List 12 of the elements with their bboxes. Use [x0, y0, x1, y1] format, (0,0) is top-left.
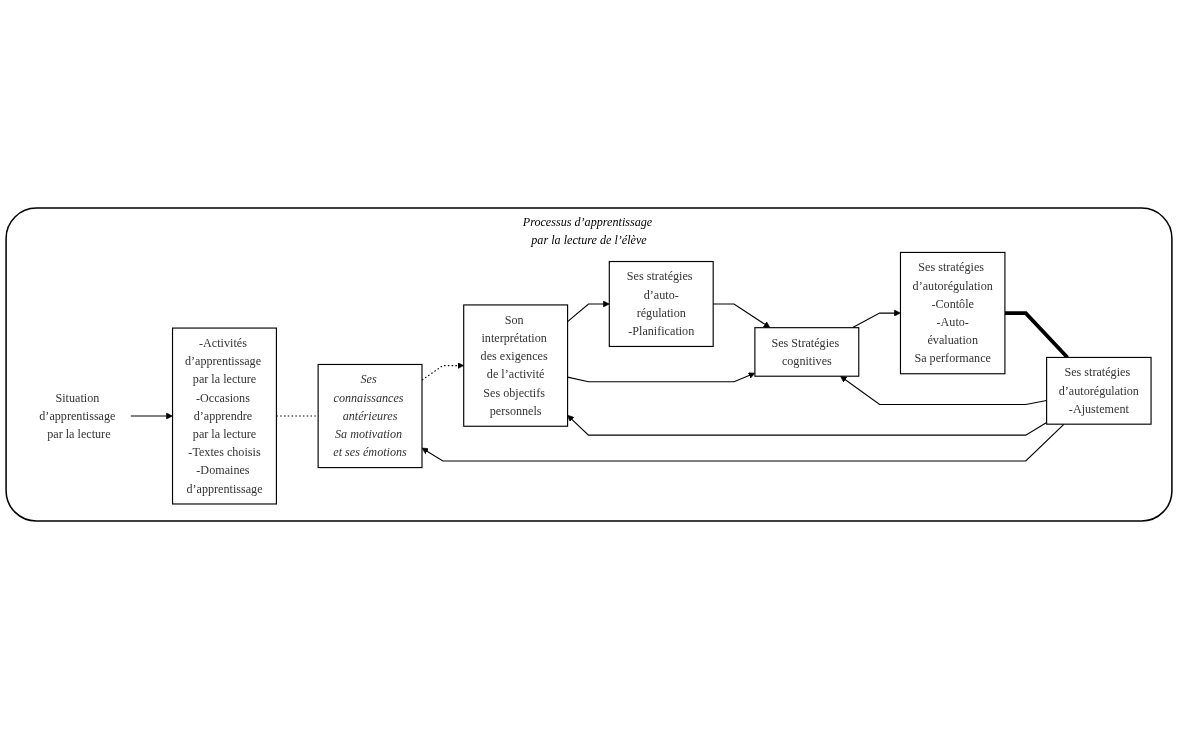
node-box: Ses Stratégies cognitives — [754, 327, 860, 378]
node-box: Son interprétation des exigences de l’activité Ses objectifs personnels — [463, 304, 569, 428]
node-box: Ses stratégies d’autorégulation -Ajustement — [1046, 357, 1152, 426]
arrow — [567, 415, 1048, 437]
node-box: Ses connaissances antérieures Sa motivation et ses émotions — [317, 364, 423, 469]
arrow — [567, 301, 610, 323]
node-text: Situation d’apprentissage par la lecture — [39, 391, 116, 441]
node-box: -Activités d’apprentissage par la lecture -Occasions d’apprendre par la lecture -Textes choisis -Domaines d’apprentissage — [171, 327, 277, 505]
node-box: Ses stratégies d’auto-régulation -Planification — [608, 261, 714, 348]
node-box: Ses stratégies d’autorégulation -Contôle -Auto-évaluation Sa performance — [899, 252, 1006, 375]
arrow — [851, 310, 901, 329]
arrow — [130, 413, 173, 420]
